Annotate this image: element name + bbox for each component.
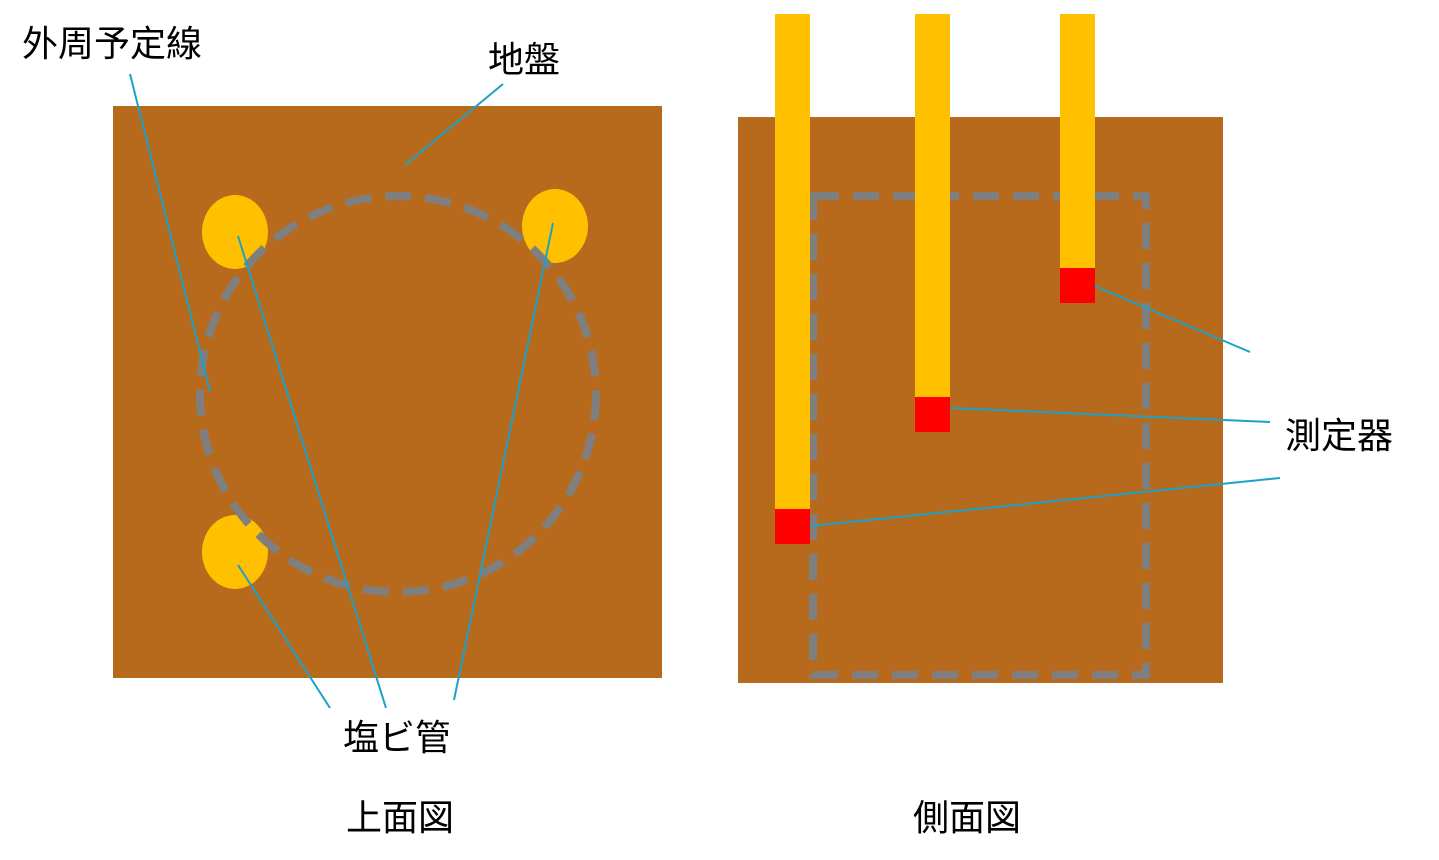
label-pvc-pipe: 塩ビ管 [343, 718, 451, 759]
leader-lines [129, 73, 1281, 709]
leader-sensor-right [1094, 285, 1251, 353]
pvc-pipe-top-left [202, 195, 268, 269]
sensor-left [775, 509, 810, 544]
leader-pipe-bottom-left [237, 564, 331, 709]
pvc-pipe-right [1060, 14, 1095, 269]
pvc-pipe-left [775, 14, 810, 510]
sensor-middle [915, 397, 950, 432]
leader-outer-line [129, 73, 211, 393]
leader-pipe-top-right [453, 222, 554, 701]
label-side-view: 側面図 [913, 798, 1021, 839]
outer-planned-line-circle [196, 192, 600, 596]
pvc-pipe-bottom-left [202, 515, 268, 589]
label-ground: 地盤 [488, 40, 560, 81]
leader-sensor-middle [949, 407, 1271, 423]
label-top-view: 上面図 [346, 798, 454, 839]
pvc-pipe-top-right [522, 189, 588, 263]
side-view [738, 14, 1223, 683]
label-outer-planned-line: 外周予定線 [22, 24, 202, 65]
leader-pipe-top-left [237, 235, 387, 709]
outer-planned-line-rect [809, 192, 1150, 679]
label-sensor: 測定器 [1285, 416, 1393, 457]
leader-sensor-left [809, 477, 1281, 527]
top-view [113, 106, 662, 678]
pvc-pipe-middle [915, 14, 950, 398]
sensor-right [1060, 268, 1095, 303]
labels: 外周予定線 地盤 塩ビ管 上面図 側面図 測定器 [22, 24, 1393, 839]
leader-ground [404, 83, 504, 166]
